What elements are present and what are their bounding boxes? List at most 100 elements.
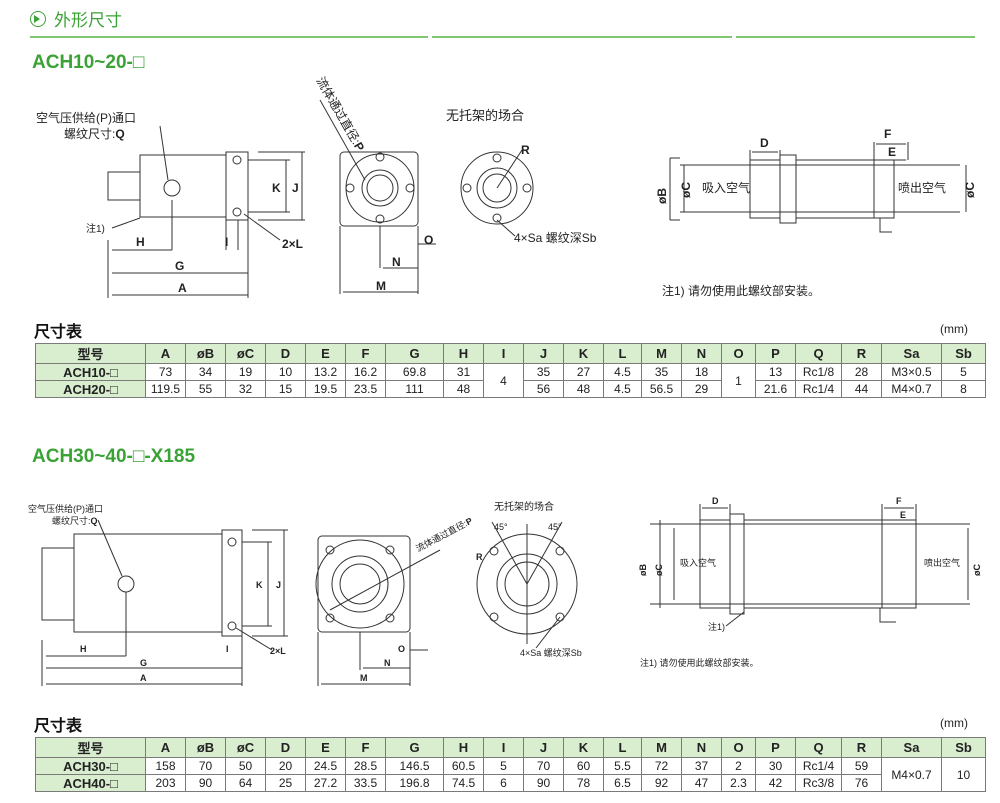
table-cell: 158 bbox=[145, 757, 186, 775]
b1-dim-J: J bbox=[292, 181, 299, 195]
b1-dim-G: G bbox=[175, 259, 184, 273]
table-cell: 29 bbox=[681, 380, 722, 398]
table-cell: ACH20-□ bbox=[35, 380, 146, 398]
table-cell: 48 bbox=[563, 380, 604, 398]
b1-table-title: 尺寸表 bbox=[34, 324, 83, 341]
b1-front-bracket bbox=[339, 151, 419, 227]
table-cell: H bbox=[443, 737, 484, 758]
b1-label-holes: 4×Sa 螺纹深Sb bbox=[514, 231, 597, 245]
table-cell: 6 bbox=[483, 774, 524, 792]
table-cell: 48 bbox=[443, 380, 484, 398]
table-cell: 型号 bbox=[35, 343, 146, 364]
table-cell: L bbox=[603, 737, 642, 758]
table-cell: M3×0.5 bbox=[881, 363, 942, 381]
table-cell: 18 bbox=[681, 363, 722, 381]
b1-dim-A: A bbox=[178, 281, 187, 295]
b1-dim-I: I bbox=[225, 235, 228, 249]
table-cell: A bbox=[145, 343, 186, 364]
b2-label-45a: 45° bbox=[494, 522, 508, 532]
b2-dim-F: F bbox=[896, 496, 902, 506]
table-cell: Sb bbox=[941, 343, 986, 364]
b1-dim-D: D bbox=[760, 136, 769, 150]
table-cell: Sa bbox=[881, 737, 942, 758]
table-cell: 56 bbox=[523, 380, 564, 398]
table-cell: K bbox=[563, 737, 604, 758]
table-cell: 19 bbox=[225, 363, 266, 381]
table-cell: 47 bbox=[681, 774, 722, 792]
table-cell: Rc3/8 bbox=[795, 774, 842, 792]
b1-label-supply: 空气压供给(P)通口 bbox=[36, 110, 136, 125]
table-cell: 21.6 bbox=[755, 380, 796, 398]
b2-dim-E: E bbox=[900, 510, 906, 520]
b2-dim-J: J bbox=[276, 580, 281, 590]
b2-dim-B: øB bbox=[638, 564, 648, 576]
table-cell: 5.5 bbox=[603, 757, 642, 775]
b1-side-nozzle bbox=[107, 171, 141, 201]
b2-dim-M: M bbox=[360, 673, 368, 683]
table-cell: R bbox=[841, 343, 882, 364]
table-cell: 203 bbox=[145, 774, 186, 792]
b2-label-exhaust: 喷出空气 bbox=[924, 557, 960, 568]
section-title: 外形尺寸 bbox=[54, 11, 122, 30]
table-cell: F bbox=[345, 737, 386, 758]
table-cell: 15 bbox=[265, 380, 306, 398]
table-cell: 32 bbox=[225, 380, 266, 398]
table-cell: 76 bbox=[841, 774, 882, 792]
table-cell: 2.3 bbox=[721, 774, 756, 792]
section-header: 外形尺寸 bbox=[30, 6, 122, 31]
b1-dim-H: H bbox=[136, 235, 145, 249]
table-cell: I bbox=[483, 737, 524, 758]
arrow-circle-icon bbox=[30, 10, 46, 27]
table-cell: 42 bbox=[755, 774, 796, 792]
b1-dim-B: øB bbox=[655, 188, 669, 204]
b1-label-suction: 吸入空气 bbox=[702, 180, 750, 195]
table-cell: 60 bbox=[563, 757, 604, 775]
table-cell: A bbox=[145, 737, 186, 758]
table-cell: J bbox=[523, 737, 564, 758]
table-cell: 90 bbox=[185, 774, 226, 792]
table-cell: 78 bbox=[563, 774, 604, 792]
table-cell: ACH30-□ bbox=[35, 757, 146, 775]
table-cell: 23.5 bbox=[345, 380, 386, 398]
table-cell: 33.5 bbox=[345, 774, 386, 792]
table-cell: 34 bbox=[185, 363, 226, 381]
table-cell: 196.8 bbox=[385, 774, 444, 792]
b2-dim-I: I bbox=[226, 644, 229, 654]
table-cell: 119.5 bbox=[145, 380, 186, 398]
b2-side-body bbox=[73, 533, 223, 633]
b2-label-thread: 螺纹尺寸:Q bbox=[52, 515, 98, 526]
table-cell: 59 bbox=[841, 757, 882, 775]
table-cell: D bbox=[265, 737, 306, 758]
b1-side-port bbox=[163, 179, 181, 197]
b2-side-port bbox=[117, 575, 135, 593]
b2-dim-R: R bbox=[476, 552, 483, 562]
table-cell: 44 bbox=[841, 380, 882, 398]
table-cell: P bbox=[755, 343, 796, 364]
table-cell: 35 bbox=[523, 363, 564, 381]
table-cell: 5 bbox=[483, 757, 524, 775]
b1-side-flange bbox=[225, 151, 249, 221]
b1-dim-C-left: øC bbox=[679, 182, 693, 198]
table-cell: 72 bbox=[641, 757, 682, 775]
table-cell: H bbox=[443, 343, 484, 364]
b1-note: 注1) 请勿使用此螺纹部安装。 bbox=[662, 283, 820, 298]
b2-front-bracket bbox=[317, 535, 411, 633]
table-cell: 70 bbox=[185, 757, 226, 775]
table-cell: Sb bbox=[941, 737, 986, 758]
block2-drawings: 空气压供给(P)通口 螺纹尺寸:Q H I G A K J 2×L N M O … bbox=[28, 496, 982, 686]
table-cell: 16.2 bbox=[345, 363, 386, 381]
b2-label-fluid: 流体通过直径:P bbox=[414, 515, 474, 554]
b1-dim-F: F bbox=[884, 127, 891, 141]
table-cell: L bbox=[603, 343, 642, 364]
table-cell: 5 bbox=[941, 363, 986, 381]
table-cell: E bbox=[305, 343, 346, 364]
table-cell: 50 bbox=[225, 757, 266, 775]
table-cell: 24.5 bbox=[305, 757, 346, 775]
table-cell: 13.2 bbox=[305, 363, 346, 381]
b1-label-thread: 螺纹尺寸:Q bbox=[64, 127, 125, 141]
